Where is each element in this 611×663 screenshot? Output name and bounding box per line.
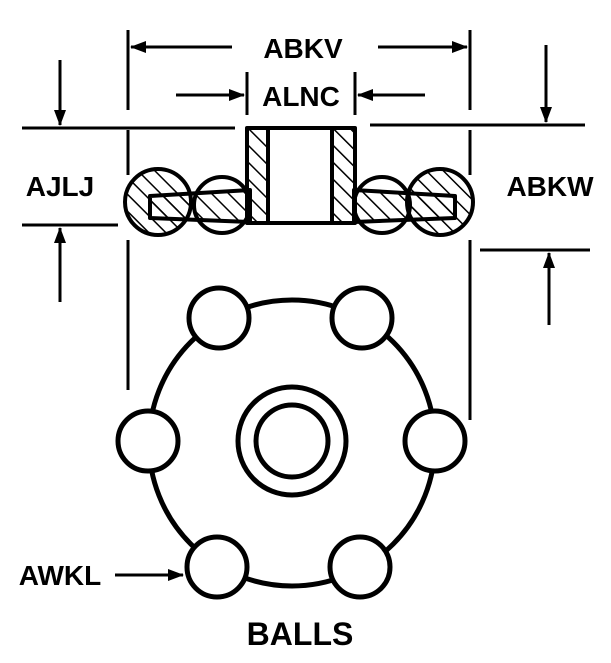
diagram-caption: BALLS: [247, 616, 354, 652]
plan-ball: [184, 534, 250, 600]
plan-ball: [329, 285, 395, 351]
plan-ball: [402, 408, 468, 474]
section-view: [123, 126, 475, 237]
plan-ball: [115, 408, 181, 474]
section-ball-left-outer: [123, 167, 193, 237]
label-overall-height: ABKW: [506, 171, 594, 202]
plan-ball: [186, 285, 252, 351]
section-ball-right-outer: [405, 167, 475, 237]
extension-lines: [22, 30, 590, 420]
label-ball-callout: AWKL: [19, 560, 101, 591]
plan-view: [115, 285, 468, 600]
label-overall-width: ABKV: [263, 33, 343, 64]
label-bore-width: ALNC: [262, 81, 340, 112]
section-bore: [266, 126, 334, 225]
label-hub-height: AJLJ: [26, 171, 94, 202]
plan-ball: [327, 534, 393, 600]
dimension-arrows: [54, 41, 555, 581]
plan-hub-inner: [253, 402, 331, 480]
